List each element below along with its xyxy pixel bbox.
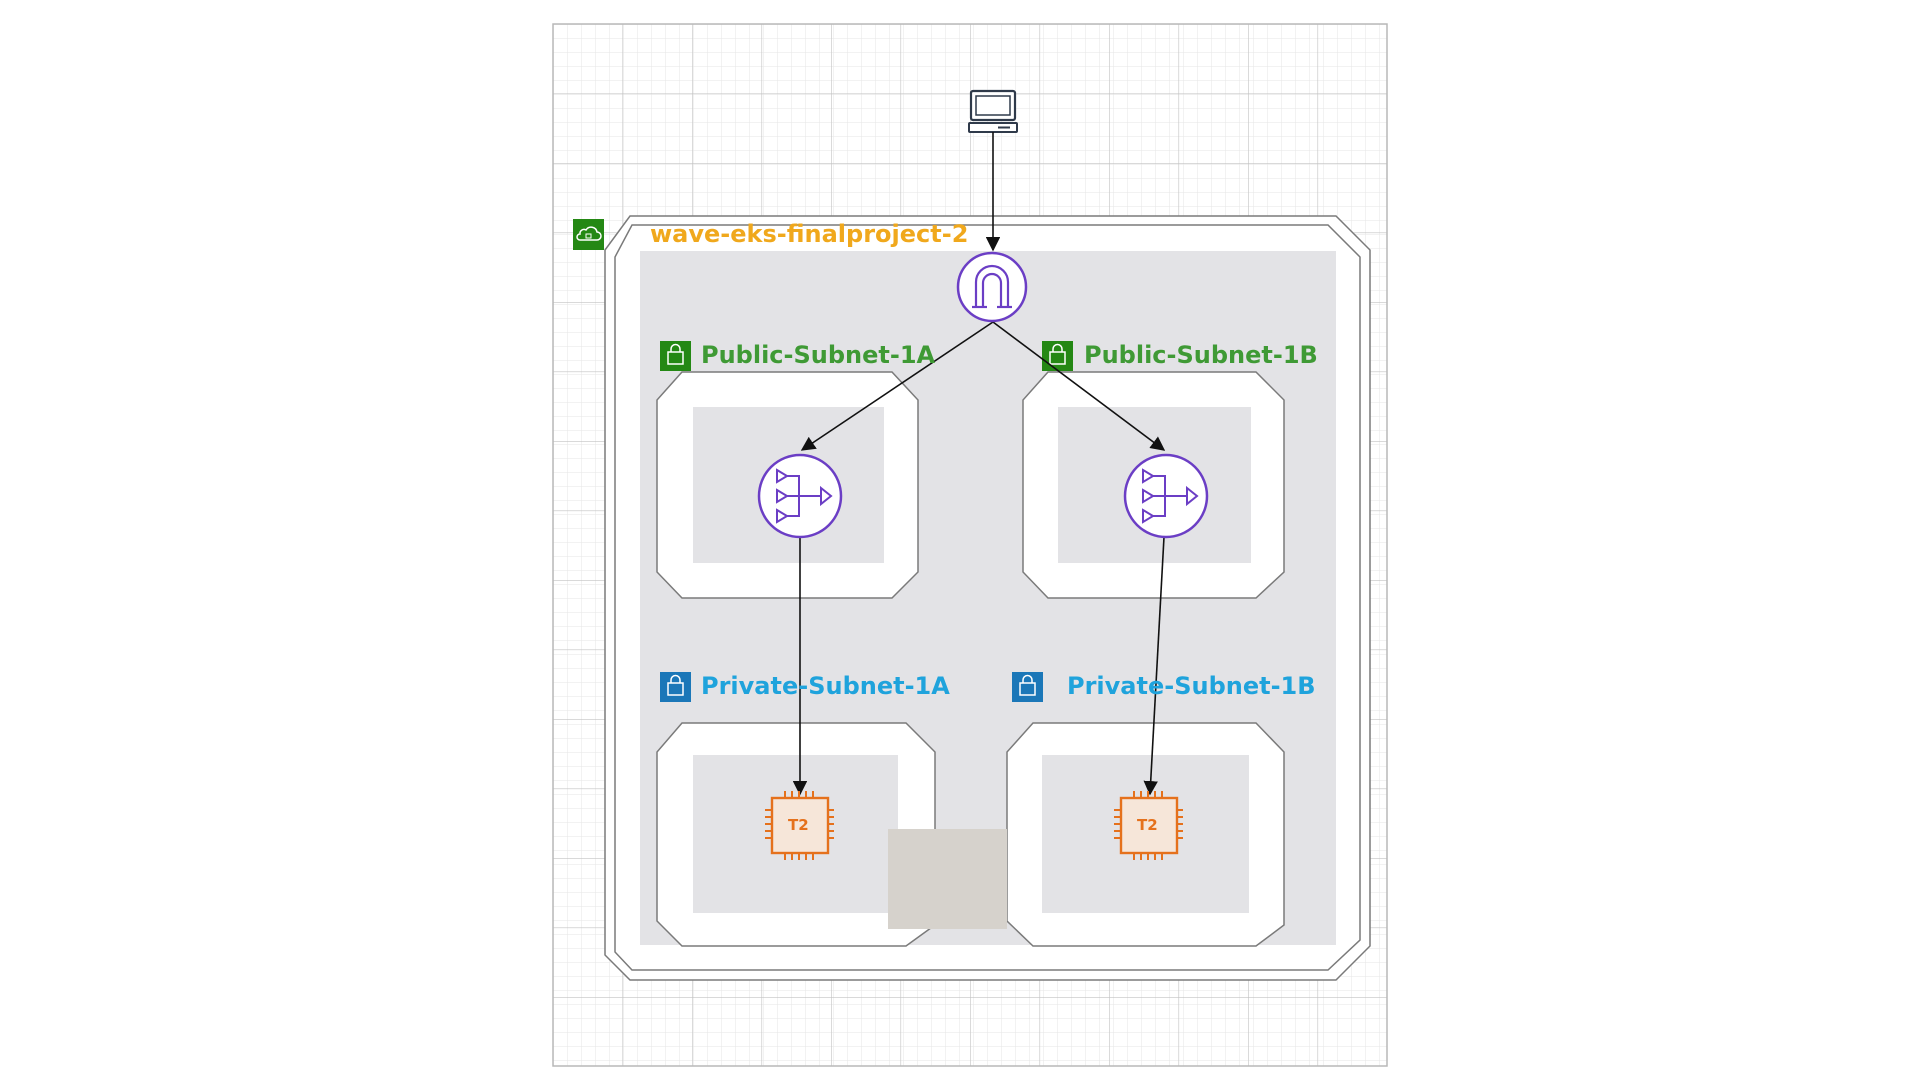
connection-nat-1b-to-ec2: [1143, 536, 1165, 796]
private-subnet-1b-label: Private-Subnet-1B: [1067, 672, 1316, 700]
private-subnet-lock-icon: [660, 672, 691, 702]
ec2-instance-type-label: T2: [1137, 816, 1158, 834]
public-subnet-lock-icon: [1042, 341, 1073, 371]
public-subnet-1b-label: Public-Subnet-1B: [1084, 341, 1318, 369]
public-subnet-1a-group[interactable]: [656, 371, 919, 599]
client-computer-icon[interactable]: [968, 89, 1018, 133]
connection-igw-to-nat-1a: [800, 321, 994, 451]
vpc-cloud-icon: [573, 219, 604, 250]
internet-gateway-icon[interactable]: [956, 251, 1028, 323]
private-subnet-lock-icon: [1012, 672, 1043, 702]
vpc-name-label: wave-eks-finalproject-2: [650, 220, 969, 248]
private-subnet-1a-label: Private-Subnet-1A: [701, 672, 950, 700]
selection-overlay: [888, 829, 1007, 929]
ec2-instance-icon[interactable]: [1114, 791, 1183, 860]
ec2-instance-type-label: T2: [788, 816, 809, 834]
connection-lines: [792, 132, 1166, 796]
ec2-instance-icon[interactable]: [765, 791, 834, 860]
connection-igw-to-nat-1b: [992, 321, 1166, 451]
public-subnet-lock-icon: [660, 341, 691, 371]
nat-gateway-icon[interactable]: [757, 453, 843, 539]
nat-gateway-icon[interactable]: [1123, 453, 1209, 539]
public-subnet-1a-label: Public-Subnet-1A: [701, 341, 936, 369]
